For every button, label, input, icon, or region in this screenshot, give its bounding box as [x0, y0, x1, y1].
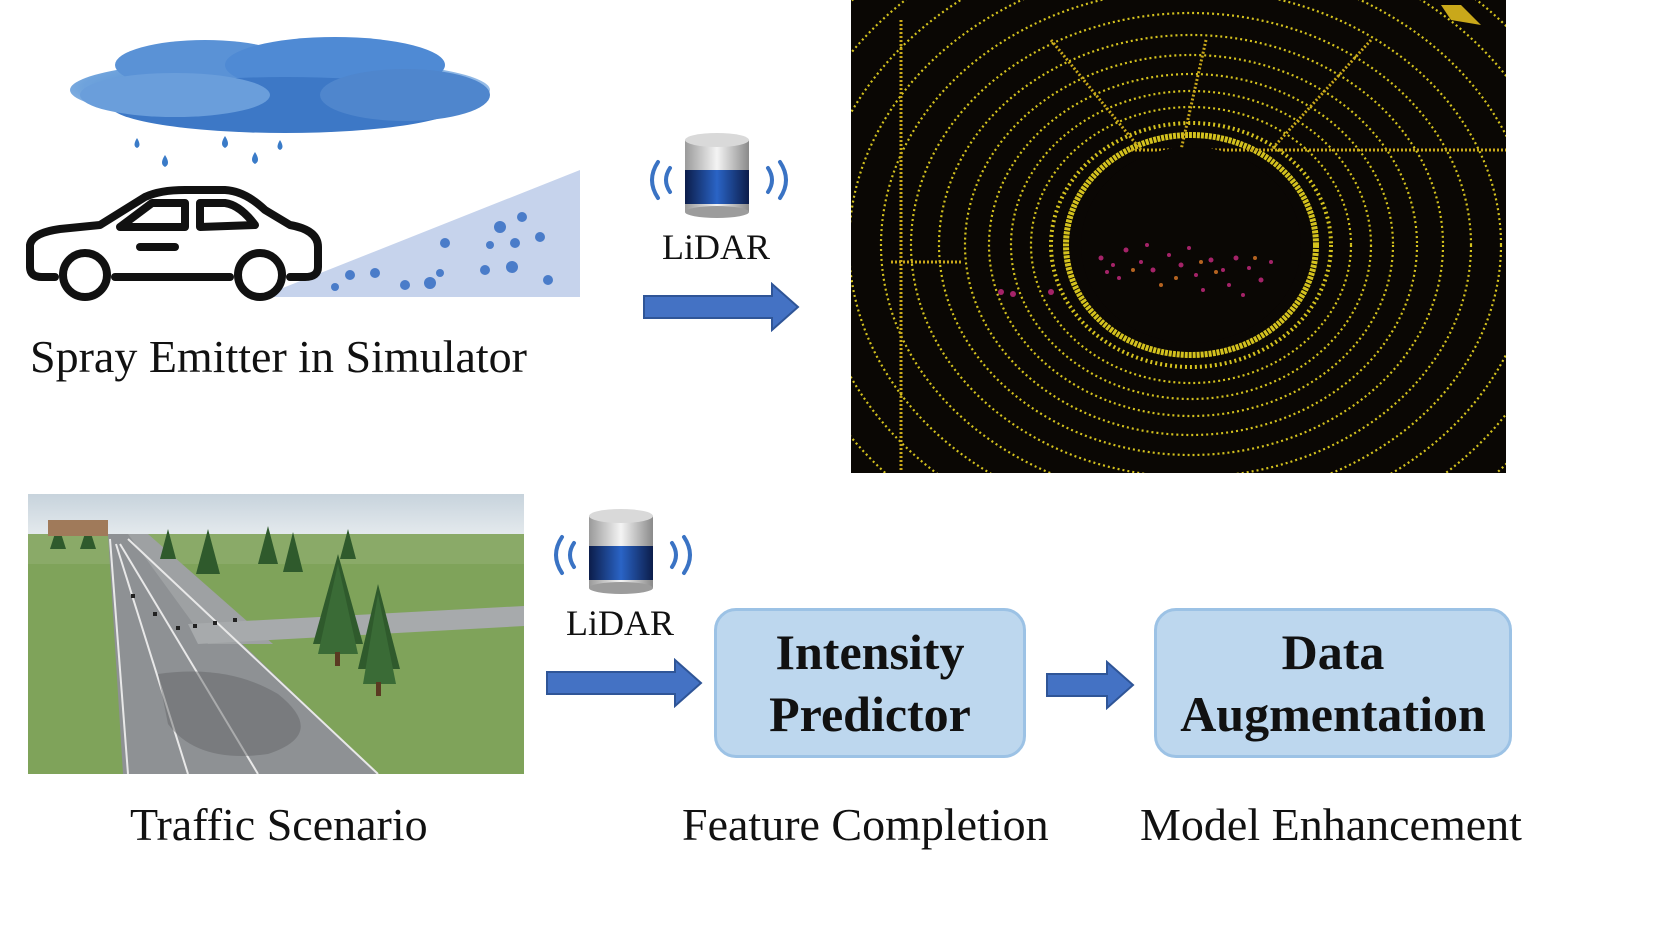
intensity-predictor-line2: Predictor: [769, 686, 971, 742]
spray-cone-icon: [260, 170, 580, 297]
wave-signal-icon: [766, 160, 788, 200]
arrow-right-icon: [546, 658, 703, 708]
traffic-scenario-image: [28, 494, 524, 774]
lidar-sensor-icon: [589, 509, 653, 594]
cloud-icon: [70, 37, 490, 133]
point-cloud-image: [851, 0, 1506, 473]
intensity-predictor-line1: Intensity: [775, 624, 965, 680]
wave-signal-icon: [670, 535, 692, 575]
caption-model-enhancement: Model Enhancement: [1140, 799, 1522, 850]
car-icon: [26, 186, 322, 301]
data-augmentation-line1: Data: [1281, 624, 1385, 680]
lidar-label-top: LiDAR: [662, 227, 770, 267]
arrow-right-icon: [643, 282, 800, 332]
wave-signal-icon: [650, 160, 672, 200]
caption-feature-completion: Feature Completion: [682, 799, 1049, 850]
data-augmentation-box: Data Augmentation: [1154, 608, 1512, 758]
intensity-predictor-box: Intensity Predictor: [714, 608, 1026, 758]
wave-signal-icon: [554, 535, 576, 575]
raindrop-icon: [134, 136, 283, 167]
lidar-label-bottom: LiDAR: [566, 603, 674, 643]
lidar-sensor-icon: [685, 133, 749, 218]
arrow-right-icon: [1046, 660, 1135, 710]
caption-spray-emitter: Spray Emitter in Simulator: [30, 331, 527, 382]
data-augmentation-line2: Augmentation: [1180, 686, 1486, 742]
caption-traffic-scenario: Traffic Scenario: [130, 799, 428, 850]
